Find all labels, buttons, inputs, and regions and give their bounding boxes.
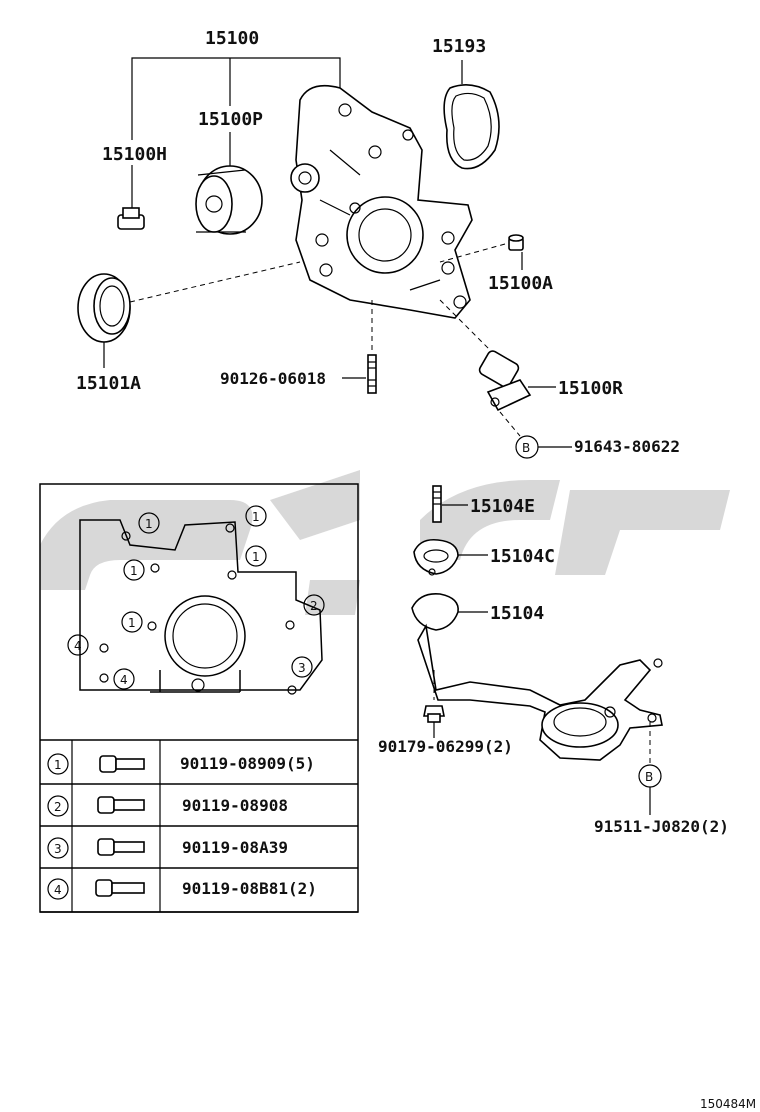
label-15100a: 15100A [488, 273, 553, 294]
label-90126: 90126-06018 [220, 369, 326, 388]
callout-4b: 4 [120, 673, 128, 687]
pin-15100a [508, 234, 524, 251]
seal-15101a [77, 273, 131, 343]
figure-code: 150484M [700, 1097, 756, 1111]
callout-2: 2 [310, 599, 318, 613]
callout-1b: 1 [252, 510, 260, 524]
bolt-part-1: 90119-08909(5) [180, 754, 315, 773]
inset-callouts: 1 1 1 1 1 2 3 4 4 [67, 505, 325, 690]
label-15104: 15104 [490, 603, 544, 624]
callout-3: 3 [298, 661, 306, 675]
strainer-15104 [411, 592, 663, 761]
bolt-part-4: 90119-08B81(2) [182, 879, 317, 898]
label-91643: 91643-80622 [574, 437, 680, 456]
label-90179: 90179-06299(2) [378, 737, 513, 756]
bolt-num-3: 3 [54, 842, 62, 856]
bolt-num-2: 2 [54, 800, 62, 814]
label-15100: 15100 [205, 28, 259, 49]
callout-1a: 1 [145, 517, 153, 531]
bolt-part-3: 90119-08A39 [182, 838, 288, 857]
callout-1c: 1 [252, 550, 260, 564]
label-15101a: 15101A [76, 373, 141, 394]
label-91511: 91511-J0820(2) [594, 817, 729, 836]
rotor-part [195, 165, 263, 235]
bolt-icon [99, 755, 117, 773]
gasket-15104c [413, 538, 459, 576]
bolt-icon [95, 879, 113, 897]
bolt-row-2: 2 90119-08908 [47, 795, 288, 817]
label-15104e: 15104E [470, 496, 535, 517]
bolt-icon [97, 796, 115, 814]
plug-part [117, 207, 145, 230]
stud-90126 [367, 354, 377, 394]
label-15100r: 15100R [558, 378, 623, 399]
bolt-part-2: 90119-08908 [182, 796, 288, 815]
bolt-num-1: 1 [54, 758, 62, 772]
watermark-logo [40, 470, 730, 615]
bolt-row-4: 4 90119-08B81(2) [47, 878, 317, 900]
ref-b-bottom: B [645, 770, 653, 784]
label-15100h: 15100H [102, 144, 167, 165]
label-15193: 15193 [432, 36, 486, 57]
label-15104c: 15104C [490, 546, 555, 567]
bolt-row-3: 3 90119-08A39 [47, 837, 288, 859]
callout-1e: 1 [128, 616, 136, 630]
oil-pump-body [290, 84, 473, 319]
stud-15104e [432, 485, 442, 523]
label-15100p: 15100P [198, 109, 263, 130]
inset-cover-outline [79, 519, 323, 695]
bolt-icon [97, 838, 115, 856]
bolt-row-1: 1 90119-08909(5) [47, 753, 315, 775]
bracket-15100 [131, 57, 341, 140]
valve-15100r [478, 350, 532, 412]
callout-1d: 1 [130, 564, 138, 578]
ref-b-top: B [522, 441, 530, 455]
bolt-num-4: 4 [54, 883, 62, 897]
gasket-15193 [443, 84, 500, 170]
bolt-table [40, 739, 358, 913]
nut-90179 [423, 705, 445, 723]
callout-4a: 4 [74, 639, 82, 653]
